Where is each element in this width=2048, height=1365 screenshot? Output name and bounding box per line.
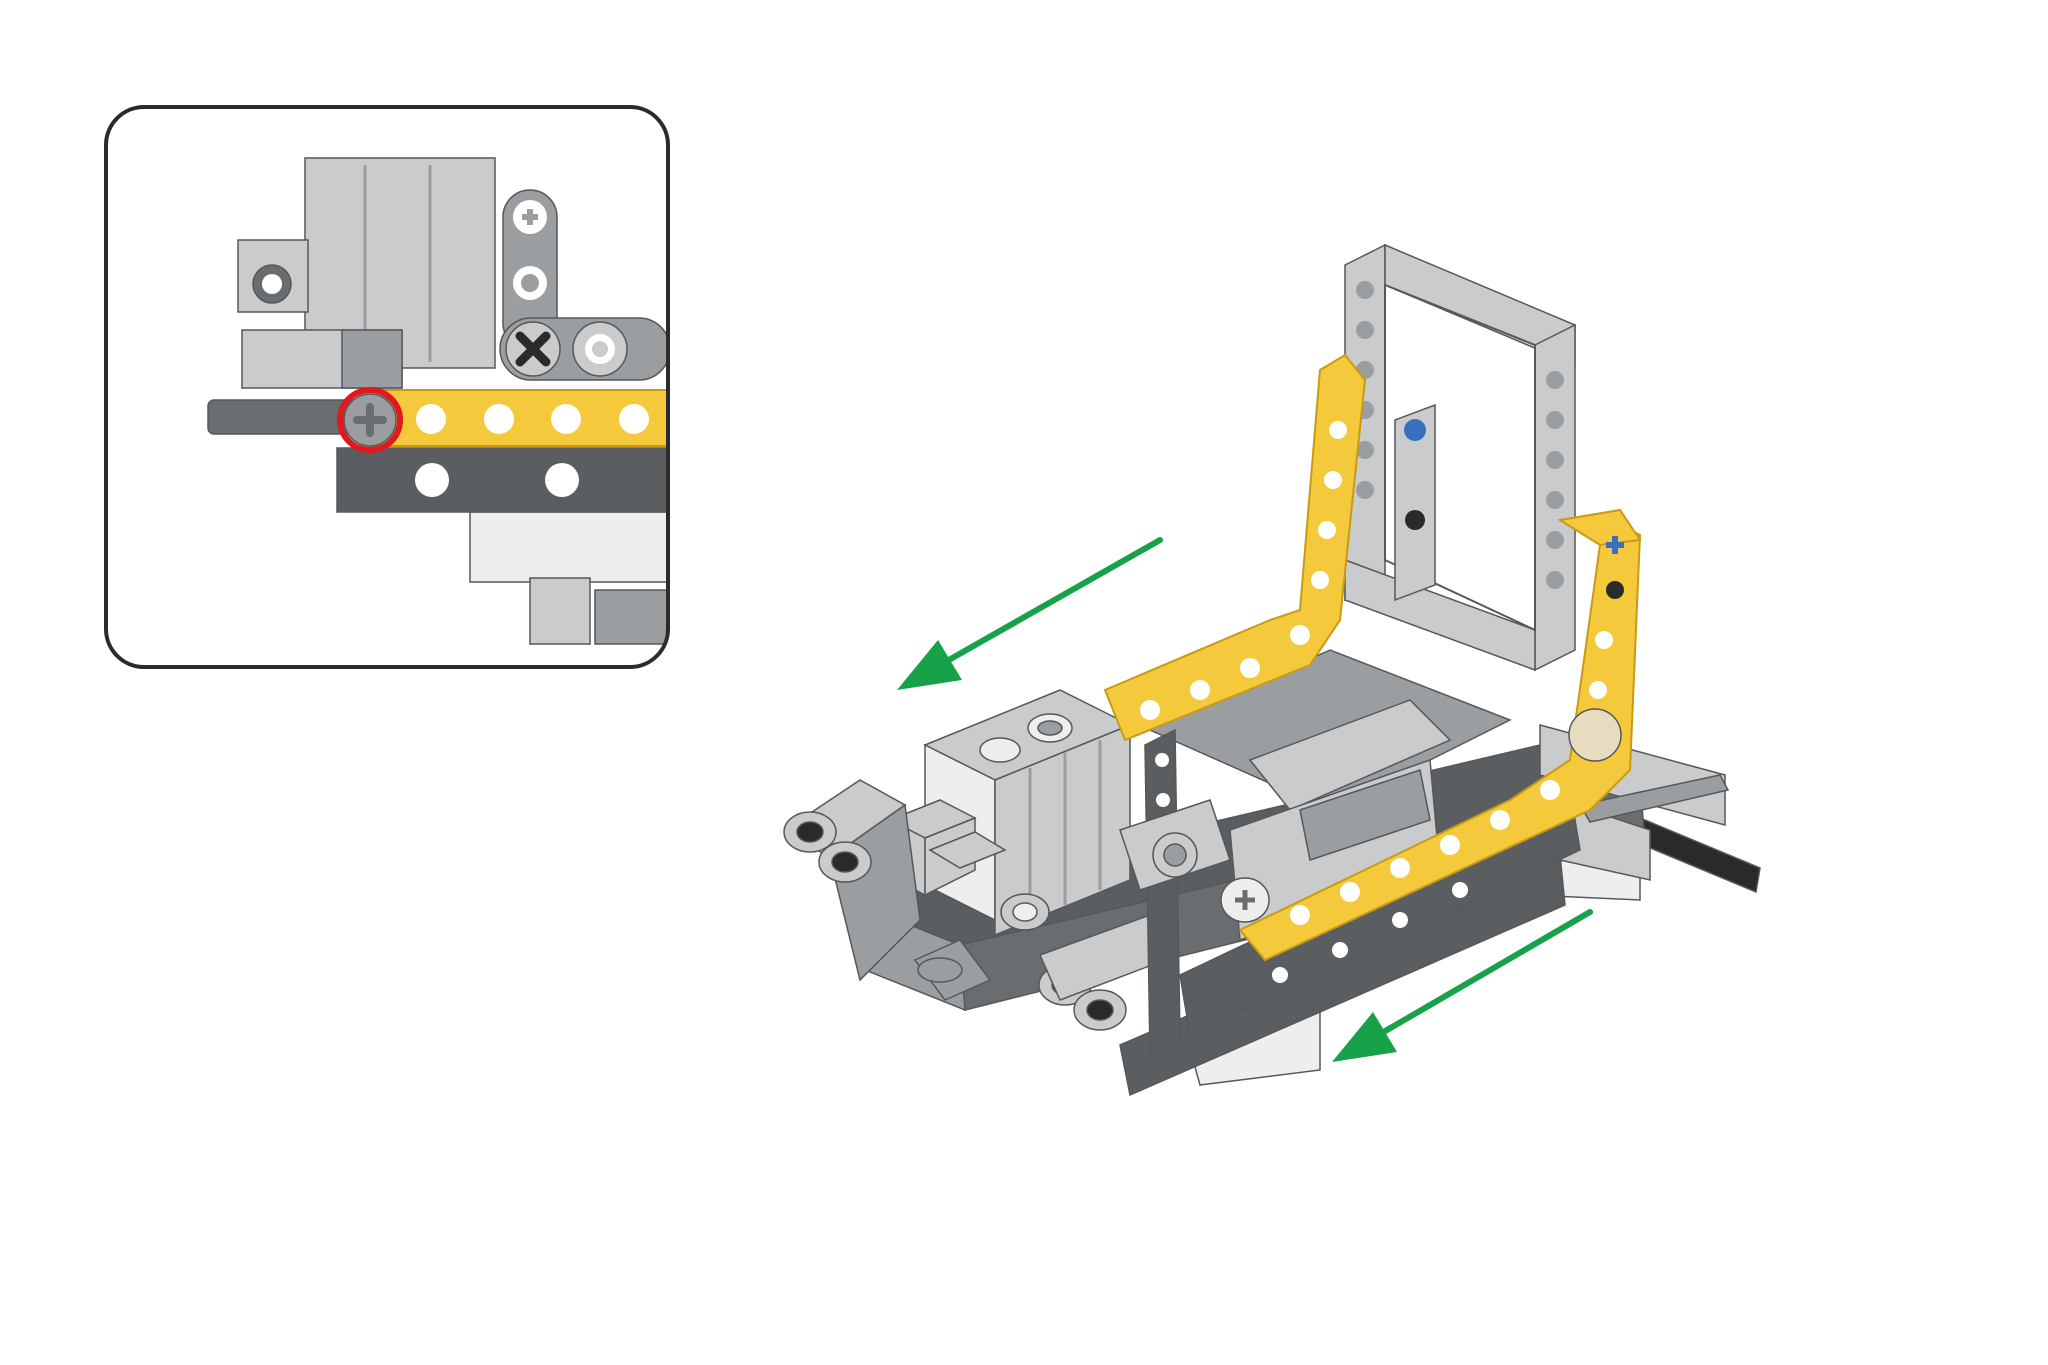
axle — [1636, 818, 1760, 892]
arrow-icon — [897, 540, 1160, 690]
gear — [1569, 709, 1621, 761]
detail-callout-icon — [106, 107, 675, 667]
vertical-frame — [1345, 245, 1575, 670]
inset-connector-bottom-2 — [595, 590, 675, 644]
dark-vertical-liftarm — [1145, 730, 1180, 1055]
blue-pin — [1404, 419, 1426, 441]
inset-white-block — [470, 512, 670, 582]
inset-parts — [208, 158, 675, 644]
inset-connector-bottom — [530, 578, 590, 644]
inset-dark-beam — [337, 448, 672, 512]
